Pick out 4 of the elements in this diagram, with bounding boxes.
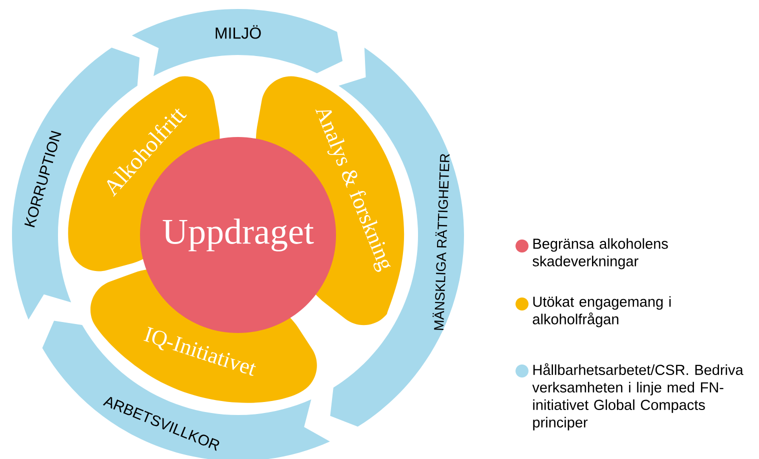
ring-segment: MILJÖ (132, 9, 343, 76)
legend-text: Utökat engagemang i alkoholfrågan (532, 296, 671, 328)
legend-text: Hållbarhetsarbetet/CSR. Bedriva verksamheten i linje med FN-initiativet Global Compacts principer (532, 363, 744, 430)
legend-text: Begränsa alkoholens skadeverkningar (532, 238, 668, 270)
